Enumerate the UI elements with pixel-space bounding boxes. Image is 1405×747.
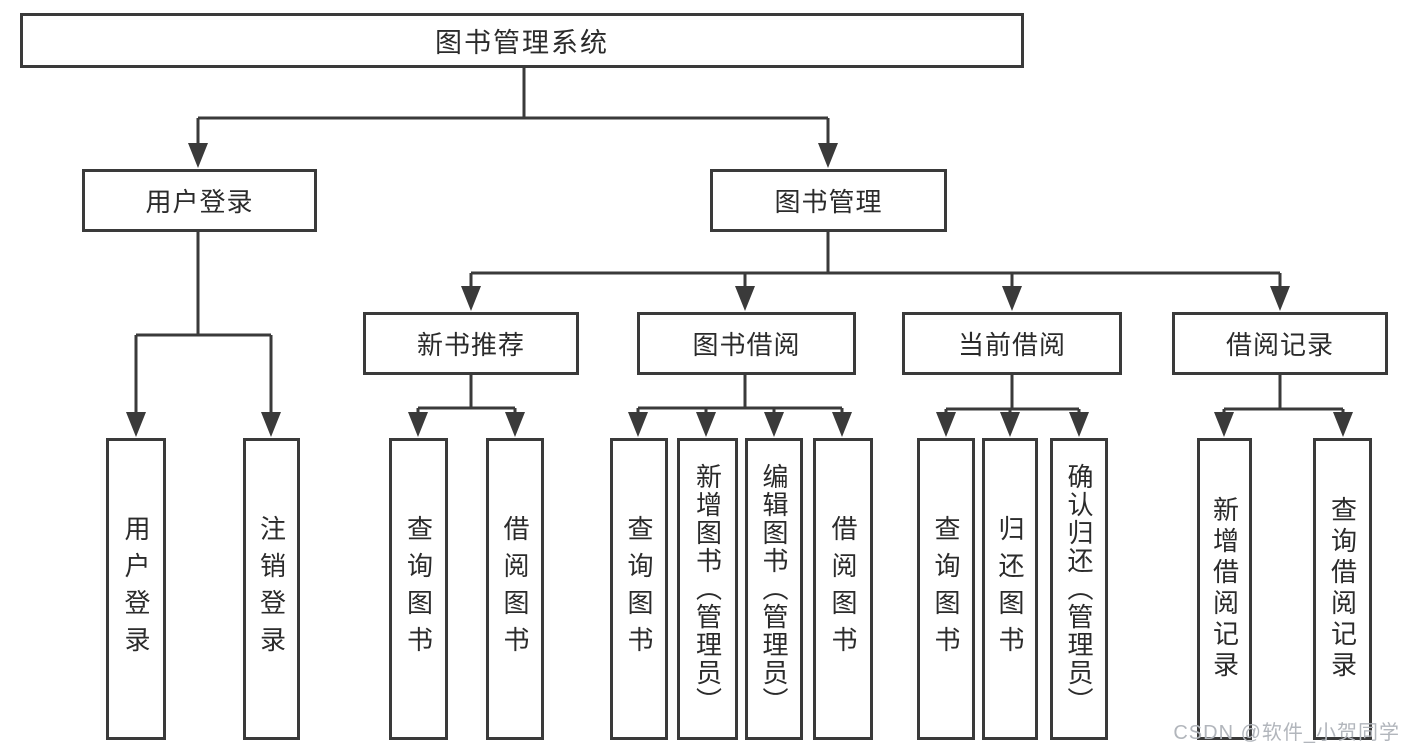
edge-borrow-record-to-leaves	[1214, 375, 1353, 437]
arrowhead-down	[818, 143, 838, 168]
node-library-management-system: 图书管理系统	[20, 13, 1024, 68]
leaf-borrow-book: 借阅图书	[813, 438, 873, 740]
arrowhead-down	[764, 412, 784, 437]
leaf-add-book-admin: 新增图书（管理员）	[677, 438, 738, 740]
arrowhead-down	[696, 412, 716, 437]
node-book-management: 图书管理	[710, 169, 947, 232]
arrowhead-down	[461, 286, 481, 311]
arrowhead-down	[832, 412, 852, 437]
edge-book-borrow-to-leaves	[628, 375, 852, 437]
leaf-edit-book-admin: 编辑图书（管理员）	[745, 438, 803, 740]
leaf-query-book-borrow: 查询图书	[610, 438, 668, 740]
node-borrow-record: 借阅记录	[1172, 312, 1388, 375]
arrowhead-down	[1214, 412, 1234, 437]
watermark: CSDN @软件_小贺同学	[1173, 722, 1400, 744]
arrowhead-down	[628, 412, 648, 437]
arrowhead-down	[408, 412, 428, 437]
leaf-confirm-return-admin: 确认归还（管理员）	[1050, 438, 1108, 740]
leaf-query-book-recommend: 查询图书	[389, 438, 448, 740]
arrowhead-down	[1333, 412, 1353, 437]
node-user-login: 用户登录	[82, 169, 317, 232]
edge-user-login-to-leaves	[126, 232, 281, 437]
arrowhead-down	[1000, 412, 1020, 437]
leaf-user-login: 用户登录	[106, 438, 166, 740]
edge-root-to-level2	[188, 68, 838, 168]
arrowhead-down	[505, 412, 525, 437]
arrowhead-down	[126, 412, 146, 437]
arrowhead-down	[188, 143, 208, 168]
arrowhead-down	[735, 286, 755, 311]
edge-new-book-recommend-to-leaves	[408, 375, 525, 437]
leaf-return-book: 归还图书	[982, 438, 1038, 740]
arrowhead-down	[261, 412, 281, 437]
leaf-logout-login: 注销登录	[243, 438, 300, 740]
leaf-query-borrow-record: 查询借阅记录	[1313, 438, 1372, 740]
node-current-borrow: 当前借阅	[902, 312, 1122, 375]
arrowhead-down	[1002, 286, 1022, 311]
arrowhead-down	[936, 412, 956, 437]
leaf-borrow-book-recommend: 借阅图书	[486, 438, 544, 740]
edge-current-borrow-to-leaves	[936, 375, 1089, 437]
node-new-book-recommend: 新书推荐	[363, 312, 579, 375]
arrowhead-down	[1270, 286, 1290, 311]
node-book-borrow: 图书借阅	[637, 312, 856, 375]
edge-book-management-to-level3	[461, 232, 1290, 311]
arrowhead-down	[1069, 412, 1089, 437]
leaf-query-book-current: 查询图书	[917, 438, 975, 740]
leaf-add-borrow-record: 新增借阅记录	[1197, 438, 1252, 740]
